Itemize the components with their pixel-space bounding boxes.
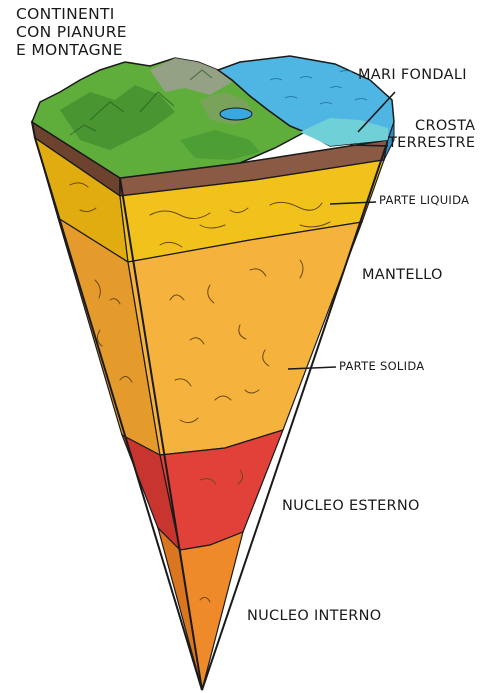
continents-label: CONTINENTI CON PIANURE E MONTAGNE xyxy=(16,6,127,59)
crust-pointer xyxy=(350,145,388,146)
inner-core-label: NUCLEO INTERNO xyxy=(247,608,382,625)
liquid-part-label: PARTE LIQUIDA xyxy=(379,194,469,207)
lake xyxy=(220,108,252,120)
mantle-label: MANTELLO xyxy=(362,267,443,284)
outer-core-label: NUCLEO ESTERNO xyxy=(282,498,420,515)
solid-part-label: PARTE SOLIDA xyxy=(339,360,424,373)
sea-floor-label: MARI FONDALI xyxy=(358,67,467,84)
crust-label: CROSTA TERRESTRE xyxy=(388,118,475,151)
